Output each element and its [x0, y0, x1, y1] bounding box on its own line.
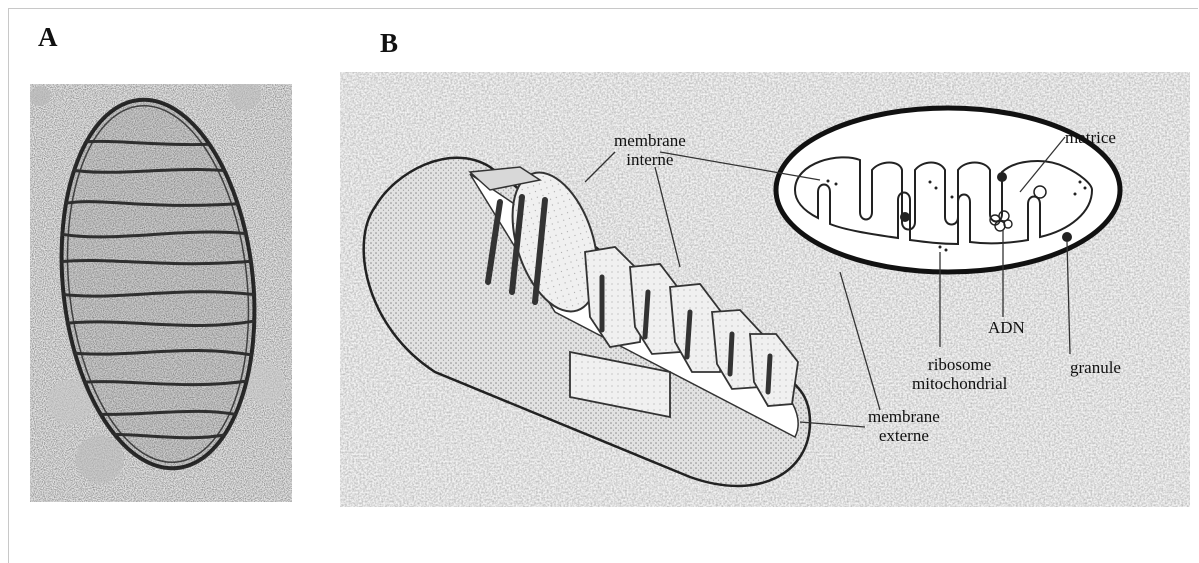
micrograph-image: [30, 84, 292, 502]
label-ribosome-line1: ribosome: [912, 355, 1007, 374]
panel-a-letter: A: [38, 22, 58, 53]
label-granule: granule: [1070, 358, 1121, 377]
mitochondrion-diagram: [340, 72, 1190, 507]
label-membrane-interne: membrane interne: [614, 131, 686, 169]
label-matrice: matrice: [1065, 128, 1116, 147]
label-membrane-externe: membrane externe: [868, 407, 940, 445]
panel-b-letter: B: [380, 28, 398, 59]
label-ribosome-line2: mitochondrial: [912, 374, 1007, 393]
label-ribosome-mitochondrial: ribosome mitochondrial: [912, 355, 1007, 393]
label-membrane-interne-line1: membrane: [614, 131, 686, 150]
label-adn: ADN: [988, 318, 1025, 337]
label-membrane-interne-line2: interne: [614, 150, 686, 169]
label-membrane-externe-line1: membrane: [868, 407, 940, 426]
label-membrane-externe-line2: externe: [868, 426, 940, 445]
